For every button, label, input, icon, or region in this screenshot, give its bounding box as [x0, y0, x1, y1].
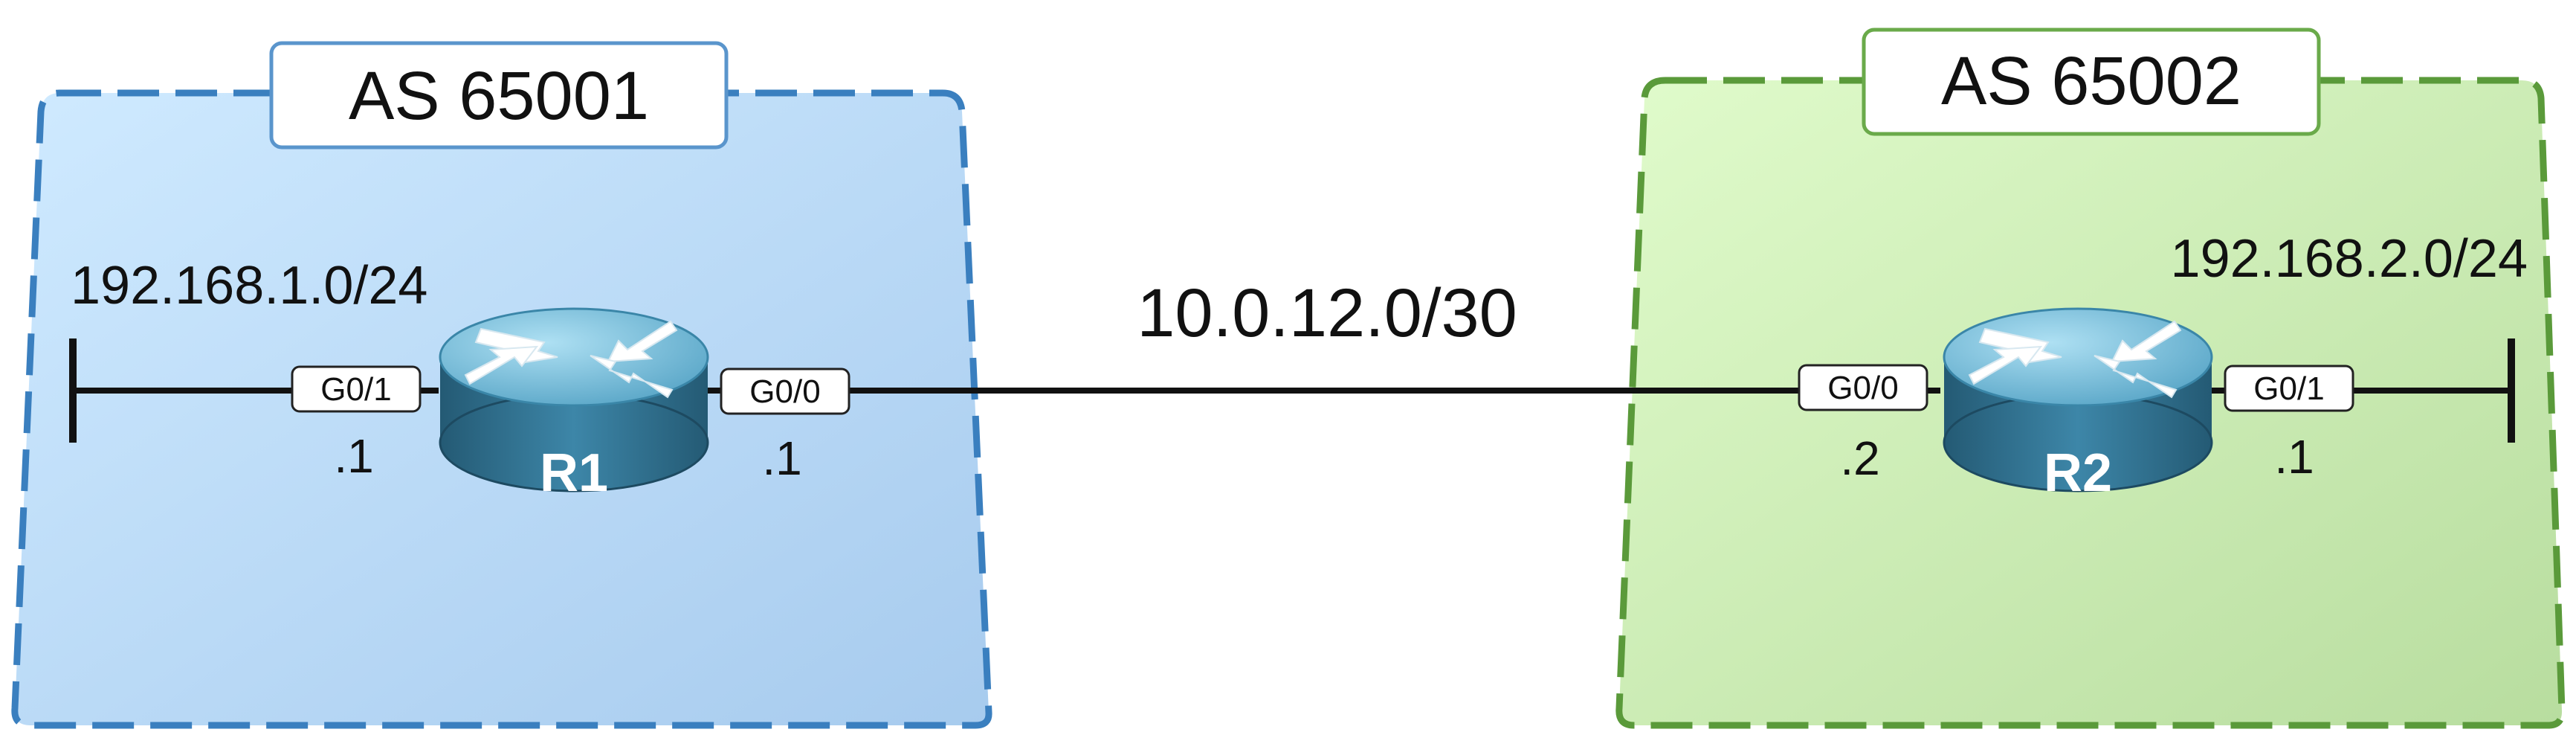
router-r1[interactable]: R1 [439, 307, 709, 503]
r1-lan-interface: G0/1 [320, 371, 391, 408]
as-65001-title: AS 65001 [349, 58, 649, 134]
r1-wan-interface: G0/0 [749, 373, 820, 410]
r2-wan-host: .2 [1840, 431, 1879, 485]
r1-lan-host: .1 [334, 429, 373, 483]
r1-lan-subnet: 192.168.1.0/24 [71, 256, 427, 315]
router-r2[interactable]: R2 [1943, 307, 2213, 503]
r1-lan-interface-tag: G0/1 [291, 365, 422, 413]
r1-wan-interface-tag: G0/0 [720, 368, 850, 415]
as-65001-title-box [269, 41, 729, 150]
as-65002-title-box [1862, 28, 2321, 136]
r2-wan-interface-tag: G0/0 [1798, 364, 1928, 411]
r2-lan-interface: G0/1 [2253, 370, 2324, 407]
as-65002-title: AS 65002 [1941, 43, 2241, 119]
r1-wan-host: .1 [762, 431, 801, 485]
router-r2-label: R2 [2044, 443, 2112, 503]
transit-subnet: 10.0.12.0/30 [1137, 275, 1517, 351]
r2-lan-interface-tag: G0/1 [2224, 365, 2354, 412]
r2-lan-subnet: 192.168.2.0/24 [2171, 229, 2528, 289]
router-r1-label: R1 [540, 443, 608, 503]
r2-wan-interface: G0/0 [1827, 370, 1898, 406]
r2-lan-host: .1 [2274, 430, 2314, 484]
